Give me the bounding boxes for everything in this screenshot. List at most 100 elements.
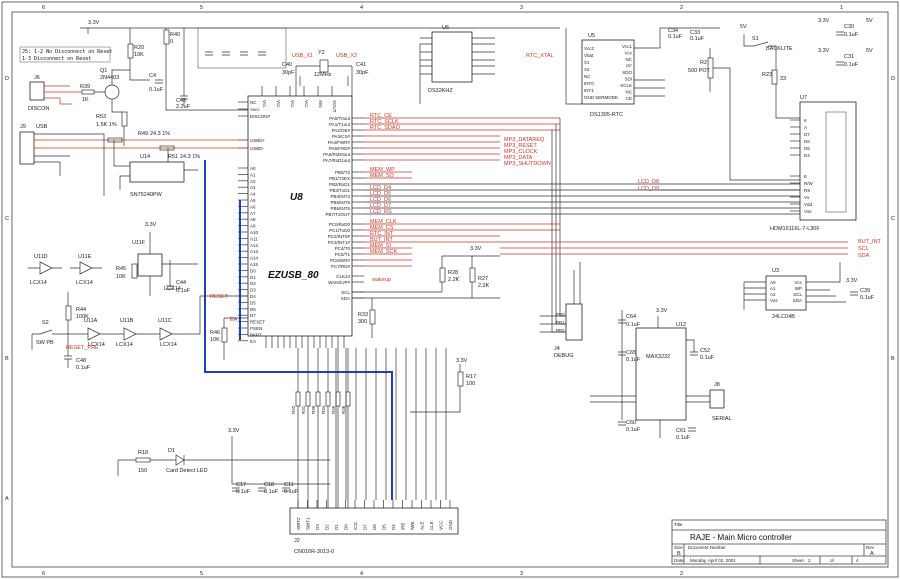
col-label: 3 — [520, 571, 523, 577]
eeprom-pin-label: WP — [795, 286, 802, 291]
r17-wires — [410, 364, 461, 413]
r44-resistor: R44 100K — [65, 305, 89, 321]
j2-ref: J2 — [294, 538, 300, 544]
lcd-signal-label: LCD_D7 — [370, 203, 391, 209]
c30-val: 0.1uF — [844, 32, 859, 38]
c30-capacitor: C30 0.1uF — [836, 24, 859, 38]
u11c-val: LCX14 — [160, 342, 177, 348]
lcd-power-wires — [660, 27, 800, 181]
r33-val: 300 — [358, 319, 367, 325]
mcu-left-pin-label: D2 — [250, 281, 256, 286]
power-label-u12: 3.3V — [656, 308, 668, 314]
u12-wires — [590, 310, 710, 438]
mcu-left-pin-label: A0 — [250, 166, 256, 171]
title-block: Title RAJE - Main Micro controller Size … — [671, 519, 887, 565]
r17-ref: R17 — [466, 374, 476, 380]
u7-ref: U7 — [800, 95, 807, 101]
c34-capacitor: C34 0.1uF — [668, 28, 683, 40]
r49-val: 24.3 1% — [150, 131, 170, 137]
lcd-d8-net: LCD_D8 — [638, 179, 659, 185]
u11e-ref: U11E — [78, 254, 92, 260]
u7-lcd: U7 HDM16116L-7-L30F KAD7D6D5D4ER/WRSVoVd… — [770, 95, 857, 232]
wakeup-signal: wakeup — [371, 277, 391, 283]
c45-ref: C45 — [176, 98, 186, 104]
r20-resistor: R20 10K — [127, 43, 144, 59]
usb-x1-net: USB_X1 — [292, 53, 313, 59]
r20-ref: R20 — [134, 45, 144, 51]
power-label-c39: 3.3V — [846, 278, 858, 284]
mcu-right-wires — [364, 117, 800, 333]
mcu-left-pin-label: A10 — [250, 230, 259, 235]
d1-val: Card Detect LED — [166, 468, 208, 474]
c17-capacitor: C17 0.1uF — [232, 482, 251, 495]
r53-val: 1.5K 1% — [96, 122, 117, 128]
usb-power-wires — [34, 133, 105, 196]
usb-data-wires — [34, 139, 248, 149]
mcu-left-pin-label: A3 — [250, 185, 256, 190]
u11a-inverter: U11A LCX14 — [84, 318, 105, 348]
r45-ref: R45 — [116, 266, 126, 272]
rtc-xtal-net: RTC_XTAL — [526, 53, 554, 59]
r33-resistor: R33 300 — [358, 309, 376, 325]
u3-wires — [743, 262, 846, 310]
lcd-pin-label: D7 — [804, 132, 810, 137]
mcu-right-pins: PA0/T0outPA1/T1outPA2/OE#PA3/CS#PA4/FWR#… — [323, 116, 364, 301]
c61-val: 0.1uF — [676, 435, 691, 441]
mcu-right-pin-label: PB0/T2 — [335, 170, 351, 175]
c61-ref: C61 — [676, 428, 686, 434]
mcu-left-pin-label: D4 — [250, 294, 256, 299]
r33-ref: R33 — [358, 312, 368, 318]
col-label: 4 — [360, 571, 363, 577]
j8-ref: J8 — [714, 382, 720, 388]
lcd-pin-label: R/W — [804, 181, 814, 186]
mcu-left-pin-label: USBD- — [250, 146, 265, 151]
debug-pin-0: PB0 — [556, 312, 565, 317]
reset-pre-net: RESET_PRE — [66, 345, 99, 351]
j4-val: DEBUG — [554, 353, 574, 359]
col-label: 4 — [360, 5, 363, 11]
mcu-right-pin-label: WAKEUP# — [328, 280, 350, 285]
date-label: Date: — [674, 558, 685, 563]
u11b-inverter: U11B LCX14 — [116, 318, 137, 348]
mcu-right-pin-label: PA7/RxD1out — [323, 158, 351, 163]
eeprom-pin-label: Vcc — [794, 280, 802, 285]
lcd-pin-label: A — [804, 125, 807, 130]
s2-pushbutton: S2 SW PB — [32, 320, 60, 346]
sheet-value: 2 — [808, 558, 811, 563]
rpack-ref: R36 — [341, 405, 346, 414]
mcu-right-pin-label: PB7/T2OUT — [325, 212, 350, 217]
u6-wires — [419, 37, 495, 104]
sheet-title: RAJE - Main Micro controller — [690, 533, 792, 542]
r53-ref: R53 — [96, 114, 106, 120]
lcd-signal-label: LCD_D6 — [370, 197, 391, 203]
mcu-left-pin-label: A2 — [250, 179, 256, 184]
u12-max3232: U12 MAX3232 — [635, 322, 687, 421]
rtc-left-pin-label: Vcc2 — [584, 46, 595, 51]
mcu-decoupling-caps — [197, 27, 287, 69]
j2-pin-label: D3 — [315, 524, 320, 530]
j2-val: CN016R-3013-0 — [294, 549, 334, 555]
r27-resistor: R27 2.2K — [469, 267, 490, 289]
col-label: 5 — [200, 5, 203, 11]
c33-ref: C33 — [690, 30, 700, 36]
r45-val: 10K — [116, 274, 126, 280]
j2-pin-label: ALE — [420, 521, 425, 530]
mcu-u8: U8 EZUSB_80 NCAvccDISCON#USBD+USBD-A0A1A… — [238, 86, 364, 348]
u14-wires — [113, 140, 198, 190]
power-label-u11f: 3.3V — [145, 222, 157, 228]
mcu-right-pin-label: PC0/RxD0 — [329, 222, 351, 227]
mcu-left-pin-label: A4 — [250, 192, 256, 197]
sheets-value: 4 — [856, 558, 859, 563]
mcu-body — [247, 95, 353, 337]
rtc-right-pin-label: SCLK — [620, 83, 632, 88]
c60-val: 0.1uF — [626, 427, 641, 433]
u6-val: DS32KHZ — [428, 88, 453, 94]
r28-ref: R28 — [448, 270, 458, 276]
c18-capacitor: C18 0.1uF — [258, 482, 279, 495]
c52-ref: C52 — [700, 348, 710, 354]
u7-val: HDM16116L-7-L30F — [770, 226, 820, 232]
